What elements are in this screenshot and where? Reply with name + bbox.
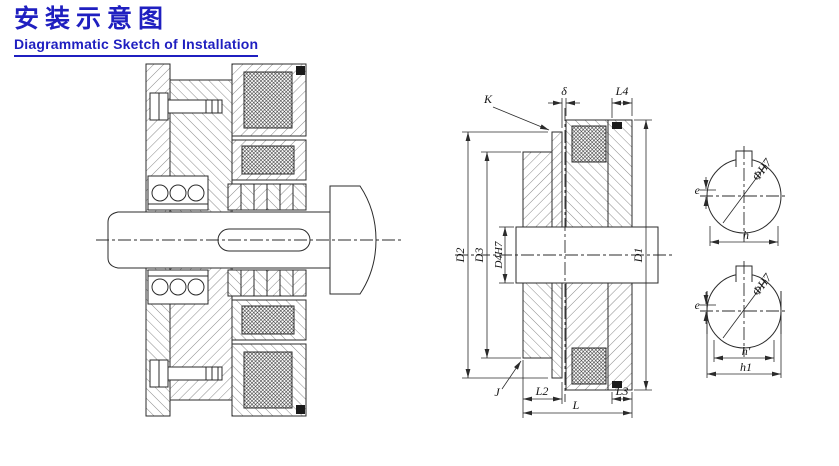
- coil-winding: [243, 71, 293, 129]
- dim-label-d3: D3: [472, 248, 486, 264]
- armature-plate: [551, 131, 563, 228]
- dim-label-l4: L4: [615, 84, 629, 98]
- bolt-shank: [167, 99, 223, 114]
- friction-disc: [292, 183, 307, 211]
- friction-disc: [279, 183, 294, 211]
- page-title-chinese: 安装示意图: [14, 5, 170, 33]
- hub: [522, 151, 553, 228]
- bearing-ball: [151, 184, 169, 202]
- dim-label-h1: h1: [740, 360, 752, 374]
- page-header: 安装示意图 Diagrammatic Sketch of Installatio…: [14, 5, 259, 57]
- friction-disc: [253, 183, 268, 211]
- dim-label-h-prime: h': [742, 344, 751, 358]
- dim-label-e-bottom: e: [695, 298, 701, 312]
- left-assembly-section-view: [96, 63, 402, 417]
- dim-label-d2: D2: [453, 248, 467, 264]
- coil-winding: [571, 125, 607, 163]
- seal-block: [612, 122, 622, 129]
- dim-label-h-top: h: [743, 228, 749, 242]
- middle-view-dimensions: D2 D3 D4H7 D1 δ L4: [453, 84, 652, 418]
- dim-label-j: J: [494, 385, 500, 399]
- dim-label-d4h7: D4H7: [493, 241, 505, 269]
- middle-dimensioned-section-view: [455, 108, 672, 402]
- shaft-bore-section-bottom: ΦH7 e h' h1: [695, 261, 788, 378]
- dim-label-k: K: [483, 92, 493, 106]
- seal-block: [296, 66, 305, 75]
- bearing-ball: [187, 184, 205, 202]
- dim-label-l3: L3: [615, 384, 629, 398]
- dim-label-l: L: [572, 398, 580, 412]
- friction-disc: [266, 183, 281, 211]
- bearing-ball: [169, 184, 187, 202]
- dim-label-e-top: e: [695, 183, 701, 197]
- dim-label-d1: D1: [631, 248, 645, 264]
- friction-disc: [240, 183, 255, 211]
- friction-disc: [227, 183, 242, 211]
- coil-winding-inner: [241, 145, 295, 175]
- page-title-english: Diagrammatic Sketch of Installation: [14, 36, 259, 57]
- dim-label-l2: L2: [535, 384, 549, 398]
- shaft-bore-section-top: ΦH7 e h: [695, 146, 788, 246]
- dim-label-delta: δ: [561, 84, 567, 98]
